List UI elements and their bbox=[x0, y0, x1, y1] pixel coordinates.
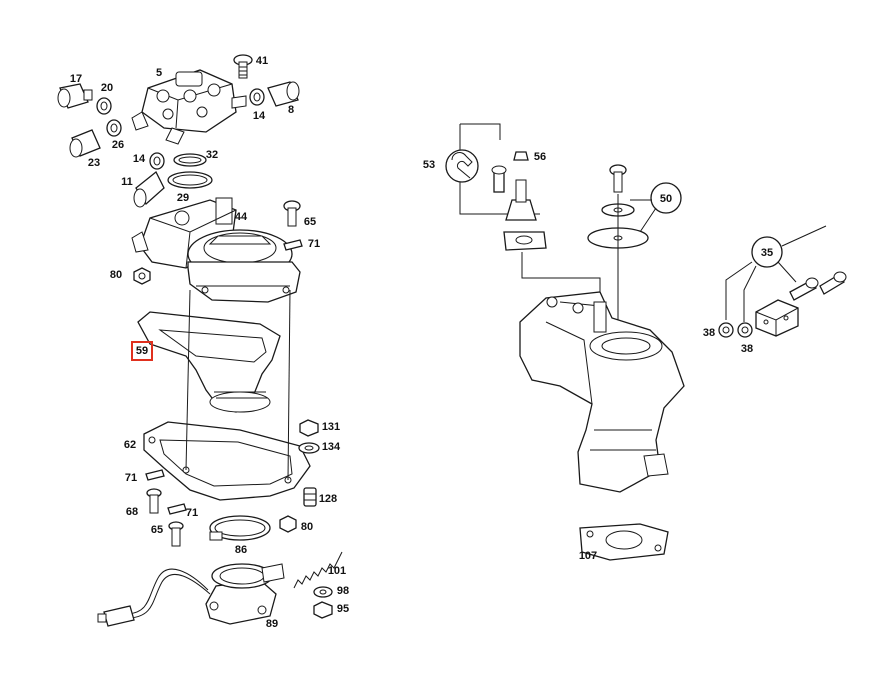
callout-101[interactable]: 101 bbox=[328, 565, 346, 577]
stud-128-part[interactable] bbox=[303, 487, 317, 507]
callout-80[interactable]: 80 bbox=[110, 269, 122, 281]
o-ring-32-part[interactable] bbox=[173, 153, 207, 167]
plug-56-part[interactable] bbox=[513, 151, 529, 161]
screw-50-part[interactable] bbox=[609, 164, 627, 193]
callout-44[interactable]: 44 bbox=[235, 211, 248, 223]
washer-71-mid-part[interactable] bbox=[145, 469, 165, 481]
screw-41-part[interactable] bbox=[233, 54, 253, 79]
callout-131[interactable]: 131 bbox=[322, 421, 340, 433]
callout-29[interactable]: 29 bbox=[177, 192, 189, 204]
screw-68-part[interactable] bbox=[146, 488, 162, 514]
callout-128[interactable]: 128 bbox=[319, 493, 337, 505]
screw-65-upper-part[interactable] bbox=[283, 200, 301, 227]
washer-14-right-part[interactable] bbox=[249, 88, 265, 106]
callout-71[interactable]: 71 bbox=[308, 238, 320, 250]
gasket-62-part[interactable] bbox=[143, 421, 311, 501]
callout-59[interactable]: 59 bbox=[136, 345, 148, 357]
cable-connector-part[interactable] bbox=[97, 605, 135, 627]
callout-53[interactable]: 53 bbox=[423, 159, 435, 171]
washer-98-part[interactable] bbox=[313, 586, 333, 598]
callout-8[interactable]: 8 bbox=[288, 104, 294, 116]
callout-98[interactable]: 98 bbox=[337, 585, 349, 597]
callout-circle-35 bbox=[725, 225, 827, 322]
fitting-8-part[interactable] bbox=[267, 81, 300, 107]
fitting-11-part[interactable] bbox=[133, 170, 165, 208]
callout-11[interactable]: 11 bbox=[121, 176, 133, 188]
callout-41[interactable]: 41 bbox=[256, 55, 268, 67]
callout-89[interactable]: 89 bbox=[266, 618, 278, 630]
screw-35-right-part[interactable] bbox=[819, 271, 847, 295]
callout-5[interactable]: 5 bbox=[156, 67, 162, 79]
washer-134-part[interactable] bbox=[298, 442, 320, 454]
callout-23[interactable]: 23 bbox=[88, 157, 100, 169]
callout-71[interactable]: 71 bbox=[125, 472, 137, 484]
callout-14[interactable]: 14 bbox=[133, 153, 146, 165]
callout-38[interactable]: 38 bbox=[741, 343, 753, 355]
washer-71-upper-part[interactable] bbox=[283, 239, 303, 251]
spring-101-part[interactable] bbox=[293, 551, 343, 589]
callout-65[interactable]: 65 bbox=[304, 216, 316, 228]
switch-block-part[interactable] bbox=[755, 299, 799, 337]
lower-air-housing-part[interactable] bbox=[137, 311, 281, 413]
selected-callout-highlight bbox=[131, 341, 153, 361]
nut-131-part[interactable] bbox=[299, 419, 319, 437]
washer-26-part[interactable] bbox=[106, 119, 122, 137]
callout-bracket-intake bbox=[521, 252, 601, 300]
callout-38[interactable]: 38 bbox=[703, 327, 715, 339]
callout-circle-50 bbox=[630, 182, 682, 233]
callout-labels: 17 20 5 41 14 8 23 26 14 32 11 29 44 65 71 80 59 131 62 134… bbox=[70, 55, 773, 630]
hose-clamp-86-part[interactable] bbox=[209, 515, 271, 541]
screw-65-lower-part[interactable] bbox=[168, 521, 184, 547]
callout-107[interactable]: 107 bbox=[579, 550, 597, 562]
sensor-cable-part bbox=[127, 568, 211, 619]
wrench-icon[interactable] bbox=[445, 149, 479, 183]
nut-80-lower-part[interactable] bbox=[279, 515, 297, 533]
callout-26[interactable]: 26 bbox=[112, 139, 124, 151]
idle-valve-assembly-part[interactable] bbox=[491, 165, 547, 251]
callout-86[interactable]: 86 bbox=[235, 544, 247, 556]
intake-manifold-part[interactable] bbox=[519, 291, 685, 493]
callout-80[interactable]: 80 bbox=[301, 521, 313, 533]
throttle-body-89-part[interactable] bbox=[205, 563, 285, 625]
washer-14-left-part[interactable] bbox=[149, 152, 165, 170]
air-funnel-part[interactable] bbox=[187, 229, 301, 303]
callout-20[interactable]: 20 bbox=[101, 82, 113, 94]
fitting-23-part[interactable] bbox=[69, 129, 101, 158]
callout-71[interactable]: 71 bbox=[186, 507, 198, 519]
assembly-guide-lines bbox=[185, 289, 291, 481]
callout-62[interactable]: 62 bbox=[124, 439, 136, 451]
gasket-107-part[interactable] bbox=[579, 523, 669, 561]
callout-56[interactable]: 56 bbox=[534, 151, 546, 163]
screw-35-left-part[interactable] bbox=[789, 277, 819, 301]
washer-71-lower-part[interactable] bbox=[167, 503, 187, 515]
callout-17[interactable]: 17 bbox=[70, 73, 82, 85]
banjo-fitting-17-part[interactable] bbox=[57, 83, 93, 109]
washer-20-part[interactable] bbox=[96, 97, 112, 115]
callout-134[interactable]: 134 bbox=[322, 441, 341, 453]
callout-65[interactable]: 65 bbox=[151, 524, 163, 536]
seal-ring-38-left-part[interactable] bbox=[718, 322, 734, 338]
callout-68[interactable]: 68 bbox=[126, 506, 138, 518]
fuel-distributor-part[interactable] bbox=[131, 69, 247, 145]
callout-95[interactable]: 95 bbox=[337, 603, 349, 615]
nut-80-upper-part[interactable] bbox=[133, 267, 151, 285]
callout-50[interactable]: 50 bbox=[660, 193, 672, 205]
o-ring-29-part[interactable] bbox=[167, 171, 213, 189]
callout-35[interactable]: 35 bbox=[761, 247, 773, 259]
nut-95-part[interactable] bbox=[313, 601, 333, 619]
seal-ring-38-right-part[interactable] bbox=[737, 322, 753, 338]
callout-14[interactable]: 14 bbox=[253, 110, 266, 122]
callout-32[interactable]: 32 bbox=[206, 149, 218, 161]
